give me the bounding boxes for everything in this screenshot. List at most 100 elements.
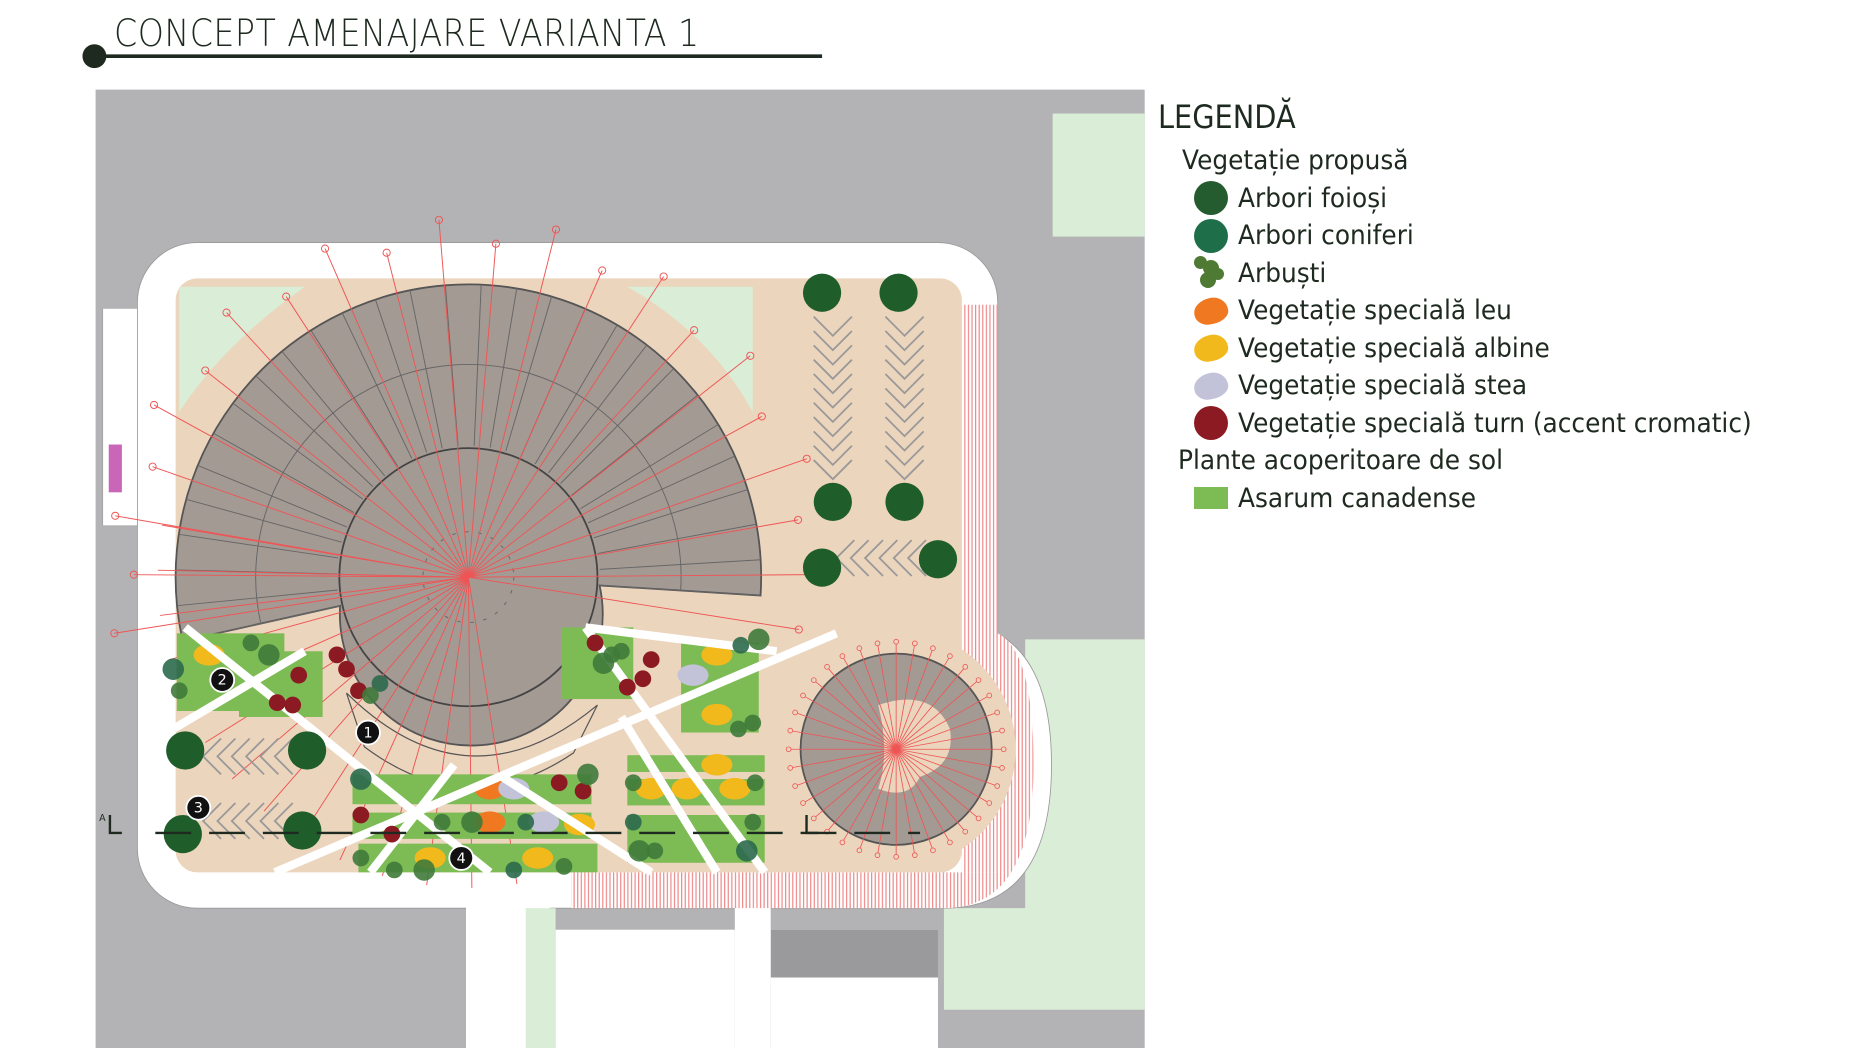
ray-end [874, 852, 881, 858]
ray-line [896, 748, 996, 786]
seating-divider [197, 464, 348, 528]
ray-line [468, 458, 807, 578]
ray-line [299, 576, 469, 839]
seating-divider [587, 455, 736, 524]
ray-end [930, 847, 936, 854]
ray-end [893, 853, 899, 860]
seating-divider [310, 330, 399, 467]
shrub [624, 813, 642, 831]
legend-item: Vegetație specială turn (accent cromatic… [1194, 405, 1796, 443]
parking-space [813, 316, 853, 338]
ray-end [800, 692, 806, 699]
ray-line [895, 645, 915, 750]
ray-line [114, 576, 469, 634]
parking-space [813, 330, 853, 352]
marker-label: 3 [194, 801, 203, 817]
legend-item: Arbori foioși [1194, 180, 1796, 218]
special-vegetation [701, 644, 733, 666]
parking-space [813, 359, 853, 381]
legend-item: Arbuști [1194, 255, 1796, 293]
legend-item-label: Arbuști [1238, 257, 1327, 289]
green-corner [179, 286, 305, 413]
conifer-tree-icon [1194, 218, 1228, 253]
shrub [385, 861, 403, 879]
ray-line [467, 229, 557, 578]
bee-vegetation-icon [1191, 331, 1231, 365]
legend-group-ground: Plante acoperitoare de sol [1178, 445, 1504, 476]
ray-line [896, 712, 996, 750]
ray-end [856, 645, 863, 652]
ray-line [468, 519, 799, 578]
seating-divider [548, 344, 648, 474]
parking-space [884, 445, 925, 467]
ray-line [843, 657, 897, 750]
shrub [433, 813, 451, 831]
ray-line [386, 252, 469, 578]
ray-end [491, 239, 500, 248]
ray-end [110, 629, 119, 638]
tower-tree [338, 660, 355, 678]
green-corner [627, 286, 753, 413]
ray-line [859, 650, 897, 750]
marker-label: 4 [457, 851, 466, 867]
ray-line [804, 748, 897, 803]
ray-line [204, 370, 469, 578]
seating-divider [281, 351, 386, 477]
ray-line [804, 696, 897, 750]
green-strip [525, 908, 556, 1048]
ray-line [285, 296, 469, 578]
legend-item-label: Arbori coniferi [1238, 220, 1414, 252]
shrub-icon [1194, 256, 1228, 290]
parking-space [878, 539, 898, 577]
ray-end [975, 677, 982, 683]
shrub [170, 682, 188, 700]
legend-item-label: Vegetație specială albine [1238, 332, 1550, 364]
ray-line [162, 524, 469, 578]
shrub [555, 857, 573, 875]
shrub [628, 840, 651, 862]
ray-line [468, 355, 751, 578]
ray-line [792, 730, 897, 750]
ray-line [828, 668, 897, 750]
seating-divider [489, 288, 518, 448]
marker-1: 1 [355, 719, 381, 746]
seating-divider [444, 285, 459, 447]
deciduous-tree-icon [1194, 181, 1228, 216]
legend-item: Asarum canadense [1194, 480, 1796, 518]
ray-end [839, 653, 846, 659]
ray-line [815, 748, 897, 818]
ray-line [467, 276, 665, 578]
ray-end [856, 847, 863, 854]
ray-line [877, 749, 897, 853]
section-label: A [99, 813, 106, 824]
seating-divider [232, 402, 363, 500]
deciduous-tree [813, 482, 852, 522]
legend-item-label: Vegetație specială stea [1238, 370, 1528, 402]
ray-end [793, 515, 803, 524]
tower-tree [634, 670, 652, 688]
deciduous-tree [802, 548, 842, 587]
ray-line [895, 749, 933, 849]
parking-space [273, 737, 294, 775]
shrub [505, 861, 523, 879]
special-vegetation [701, 754, 733, 776]
tower-tree [586, 634, 604, 652]
shrub [517, 813, 535, 831]
ray-line [895, 749, 915, 853]
access-road [734, 902, 771, 1048]
legend-item: Arbori coniferi [1194, 217, 1796, 255]
ray-line [157, 569, 469, 578]
shrub [730, 720, 747, 738]
lion-vegetation-icon [1191, 294, 1231, 328]
seating-divider [560, 368, 675, 484]
legend-item: Vegetație specială stea [1191, 367, 1796, 405]
tower-tree [550, 774, 568, 792]
ray-end [434, 215, 443, 224]
shrub [413, 859, 435, 881]
green-lot [1052, 113, 1145, 237]
ray-end [810, 815, 817, 822]
seating-divider [534, 324, 618, 465]
ray-end [792, 783, 798, 789]
deciduous-tree [283, 811, 322, 850]
ray-end [962, 828, 969, 835]
